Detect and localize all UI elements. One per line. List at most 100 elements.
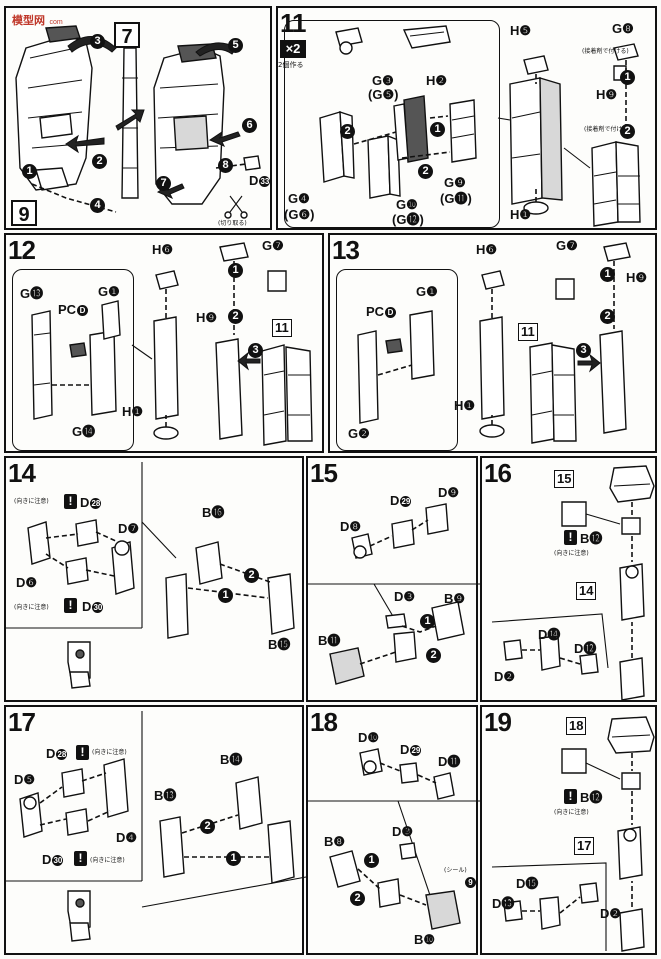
arrow-number-4: 4 <box>90 198 105 213</box>
step-7-9-illustration <box>15 25 261 219</box>
arrow-number-2: 2 <box>200 819 215 834</box>
step-number-9: 9 <box>11 200 37 226</box>
label-g2: G❷ <box>348 426 370 441</box>
label-h9: H❾ <box>626 270 648 285</box>
step-number-7: 7 <box>114 22 140 48</box>
label-g13: G⓭ <box>20 286 44 301</box>
ref-step-17: 17 <box>574 837 595 855</box>
label-h9: H❾ <box>196 310 218 325</box>
label-g12: (G⓬) <box>392 212 424 227</box>
step-number-16: 16 <box>484 458 512 488</box>
label-g6: (G❻) <box>284 207 315 222</box>
note-glue-2: (接着剤で付ける) <box>584 126 631 133</box>
panel-step-16: 16 15 ! B⓬ (向きに注意) 14 D⓮ D⓬ D❷ <box>480 456 657 702</box>
label-d4: D❹ <box>116 830 138 845</box>
label-g10: G❿ <box>396 197 418 212</box>
warning-icon: ! <box>74 851 87 866</box>
subassembly-box <box>12 269 134 451</box>
arrow-number-2c: 2 <box>620 124 635 139</box>
label-seal-number: 9 <box>464 875 476 889</box>
label-d11: D⓫ <box>438 754 461 769</box>
label-g7: G❼ <box>556 238 578 253</box>
note-seal: (シール) <box>444 867 467 874</box>
ref-step-15: 15 <box>554 470 575 488</box>
arrow-number-2: 2 <box>600 309 615 324</box>
step-number-14: 14 <box>8 458 36 488</box>
label-d10: D❿ <box>358 730 380 745</box>
arrow-number-1: 1 <box>228 263 243 278</box>
label-g4: G❹ <box>288 191 310 206</box>
arrow-number-1c: 1 <box>620 70 635 85</box>
arrow-number-1: 1 <box>420 614 435 629</box>
label-d15: D⓯ <box>516 876 539 891</box>
label-g7: G❼ <box>262 238 284 253</box>
panel-step-7-9: 模型网 com 7 9 <box>4 6 272 230</box>
label-b8: B❽ <box>324 834 346 849</box>
note-orientation-2: (向きに注意) <box>90 857 125 864</box>
step-number-18: 18 <box>310 707 338 737</box>
arrow-number-2: 2 <box>426 648 441 663</box>
label-d7: D❼ <box>118 521 140 536</box>
label-g8: G❽ <box>612 21 634 36</box>
label-b16: B⓰ <box>202 505 225 520</box>
arrow-number-2: 2 <box>244 568 259 583</box>
step-18-illustration <box>308 748 480 930</box>
arrow-number-7: 7 <box>156 176 171 191</box>
arrow-number-1: 1 <box>364 853 379 868</box>
step-number-15: 15 <box>310 458 338 488</box>
label-h6: H❻ <box>476 242 498 257</box>
note-orientation-2: (向きに注意) <box>14 604 49 611</box>
warning-icon: ! <box>564 789 577 804</box>
note-orientation: (向きに注意) <box>554 809 589 816</box>
arrow-number-6: 6 <box>242 118 257 133</box>
arrow-number-5: 5 <box>228 38 243 53</box>
note-glue-1: (接着剤で付ける) <box>582 48 629 55</box>
warning-icon: ! <box>64 494 77 509</box>
step-13-illustration <box>357 242 631 444</box>
label-h5: H❺ <box>510 23 532 38</box>
label-d12: D⓬ <box>574 641 597 656</box>
label-d9: D❾ <box>438 485 460 500</box>
logo-sub: com <box>49 19 63 26</box>
step-16-illustration <box>491 465 655 701</box>
panel-step-19: 19 18 ! B⓬ (向きに注意) 17 D⓯ D⓭ D❷ <box>480 705 657 955</box>
label-b14: B⓮ <box>220 752 243 767</box>
arrow-number-1: 1 <box>430 122 445 137</box>
ref-step-14: 14 <box>576 582 597 600</box>
label-d3: D❸ <box>392 824 414 839</box>
label-h1: H❶ <box>510 207 532 222</box>
arrow-number-2: 2 <box>92 154 107 169</box>
label-h9: H❾ <box>596 87 618 102</box>
label-g5: (G❺) <box>368 87 399 102</box>
subassembly-box <box>284 20 500 228</box>
subassembly-box <box>336 269 458 451</box>
step-15-illustration <box>308 503 480 685</box>
label-b10: B❿ <box>414 932 436 947</box>
note-orientation-1: (向きに注意) <box>14 498 49 505</box>
ref-step-18: 18 <box>566 717 587 735</box>
ref-step-11: 11 <box>272 319 292 337</box>
logo-text: 模型网 <box>12 15 45 27</box>
label-d3: D❸ <box>394 589 416 604</box>
label-b11: B⓫ <box>318 633 341 648</box>
step-11-illustration <box>319 25 641 227</box>
arrow-number-1: 1 <box>226 851 241 866</box>
step-number-19: 19 <box>484 707 512 737</box>
arrow-number-1: 1 <box>218 588 233 603</box>
label-g9: G❾ <box>444 175 466 190</box>
arrow-number-2: 2 <box>350 891 365 906</box>
label-d13: D⓭ <box>492 896 515 911</box>
label-g3: G❸ <box>372 73 394 88</box>
